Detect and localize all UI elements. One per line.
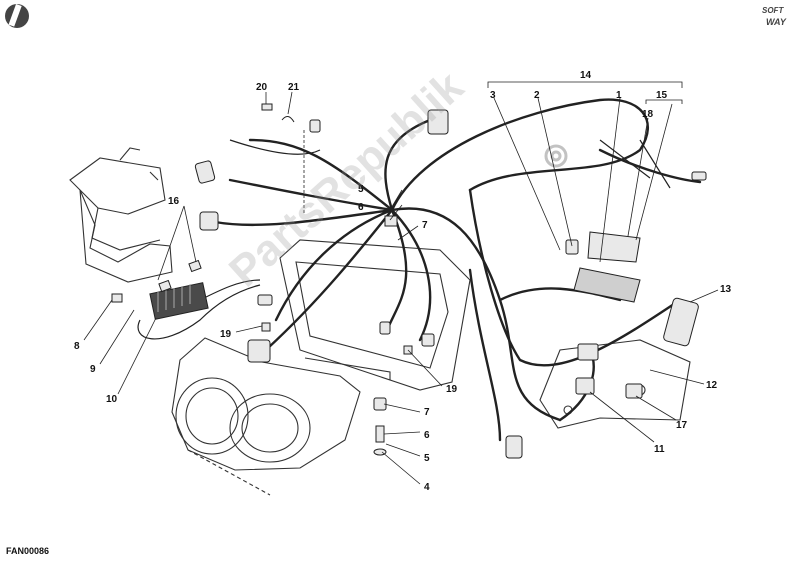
headlight-unit [171,337,361,496]
connector-mid [379,321,391,335]
callout-9: 9 [90,364,96,375]
connector-left-1 [194,160,216,184]
fairing-bracket [69,147,173,283]
softway-logo: SOFT WAY [752,4,794,34]
callout-21: 21 [288,82,300,93]
connector-mid-left [257,294,273,306]
connector-ecu [565,239,579,255]
callout-10: 10 [106,394,118,405]
logo-line-2: WAY [766,17,786,27]
connector-right-end [691,171,707,181]
callout-15: 15 [656,90,668,101]
callout-13: 13 [720,284,732,295]
callout-6-bottom: 6 [424,430,430,441]
callout-20: 20 [256,82,268,93]
callout-8: 8 [74,341,80,352]
hardware-stack [111,103,413,456]
leader-lines [83,81,719,485]
voltage-regulator [149,282,209,320]
control-unit [573,231,641,303]
callout-19-left: 19 [220,329,232,340]
logo-line-1: SOFT [762,6,784,15]
connector-top [427,109,449,135]
callout-12: 12 [706,380,718,391]
connector-right-mid [421,333,435,347]
wiring-harness [213,98,702,442]
callout-1: 1 [616,90,622,101]
corner-badge-icon [5,3,29,28]
callout-18: 18 [642,109,654,120]
diagram-code: FAN00086 [6,546,50,556]
callout-11: 11 [654,444,665,455]
relays [575,297,699,399]
callout-7-top: 7 [422,220,428,231]
callout-19-right: 19 [446,384,458,395]
connector-small-top [309,119,321,133]
connector-left-2 [199,211,219,231]
callout-3: 3 [490,90,496,101]
connector-bottom [505,435,523,459]
callout-5-top: 5 [358,184,364,195]
connectors [194,109,707,459]
callout-6-top: 6 [358,202,364,213]
connector-lower-left [247,339,271,363]
headlight-frame [279,239,471,391]
callout-16: 16 [168,196,180,207]
callout-labels: 14 3 2 1 15 18 20 21 5 6 7 16 8 9 10 19 … [74,70,732,493]
callout-7-bottom: 7 [424,407,430,418]
callout-5-bottom: 5 [424,453,430,464]
gear-watermark-icon [544,144,568,168]
callout-4: 4 [424,482,430,493]
callout-2: 2 [534,90,540,101]
callout-14: 14 [580,70,592,81]
callout-17: 17 [676,420,688,431]
